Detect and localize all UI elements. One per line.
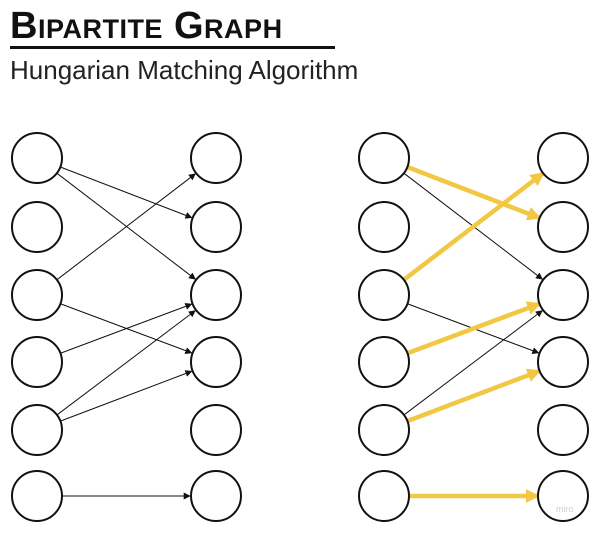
edge-5-to-4 <box>60 370 193 422</box>
edge-3-to-1 <box>56 173 196 281</box>
right-node-4 <box>537 336 589 388</box>
left-node-1 <box>11 132 63 184</box>
left-node-3 <box>358 269 410 321</box>
left-node-5 <box>11 404 63 456</box>
left-node-4 <box>11 336 63 388</box>
title-underline <box>10 46 335 49</box>
left-node-2 <box>11 201 63 253</box>
left-node-6 <box>11 470 63 522</box>
edge-5-to-3 <box>56 310 196 416</box>
page-title: Bipartite Graph <box>10 5 283 47</box>
right-node-3 <box>190 269 242 321</box>
right-node-4 <box>190 336 242 388</box>
right-node-5 <box>537 404 589 456</box>
right-node-1 <box>190 132 242 184</box>
left-node-4 <box>358 336 410 388</box>
left-node-5 <box>358 404 410 456</box>
matched-edge-5-to-4 <box>405 368 542 424</box>
watermark: miro <box>556 504 574 514</box>
matched-edge-3-to-1 <box>401 171 545 283</box>
right-node-5 <box>190 404 242 456</box>
left-node-2 <box>358 201 410 253</box>
original-graph <box>11 132 242 522</box>
matched-graph <box>358 132 589 522</box>
matched-edge-4-to-3 <box>405 301 542 356</box>
left-node-6 <box>358 470 410 522</box>
edge-4-to-3 <box>60 303 193 354</box>
right-node-1 <box>537 132 589 184</box>
right-node-2 <box>190 201 242 253</box>
right-node-2 <box>537 201 589 253</box>
right-node-6 <box>537 470 589 522</box>
edge-1-to-2 <box>60 166 193 219</box>
page-subtitle: Hungarian Matching Algorithm <box>10 55 359 85</box>
right-node-6 <box>190 470 242 522</box>
edge-5-to-3 <box>403 310 543 416</box>
left-node-1 <box>358 132 410 184</box>
matched-edge-1-to-2 <box>405 164 542 221</box>
left-node-3 <box>11 269 63 321</box>
right-node-3 <box>537 269 589 321</box>
